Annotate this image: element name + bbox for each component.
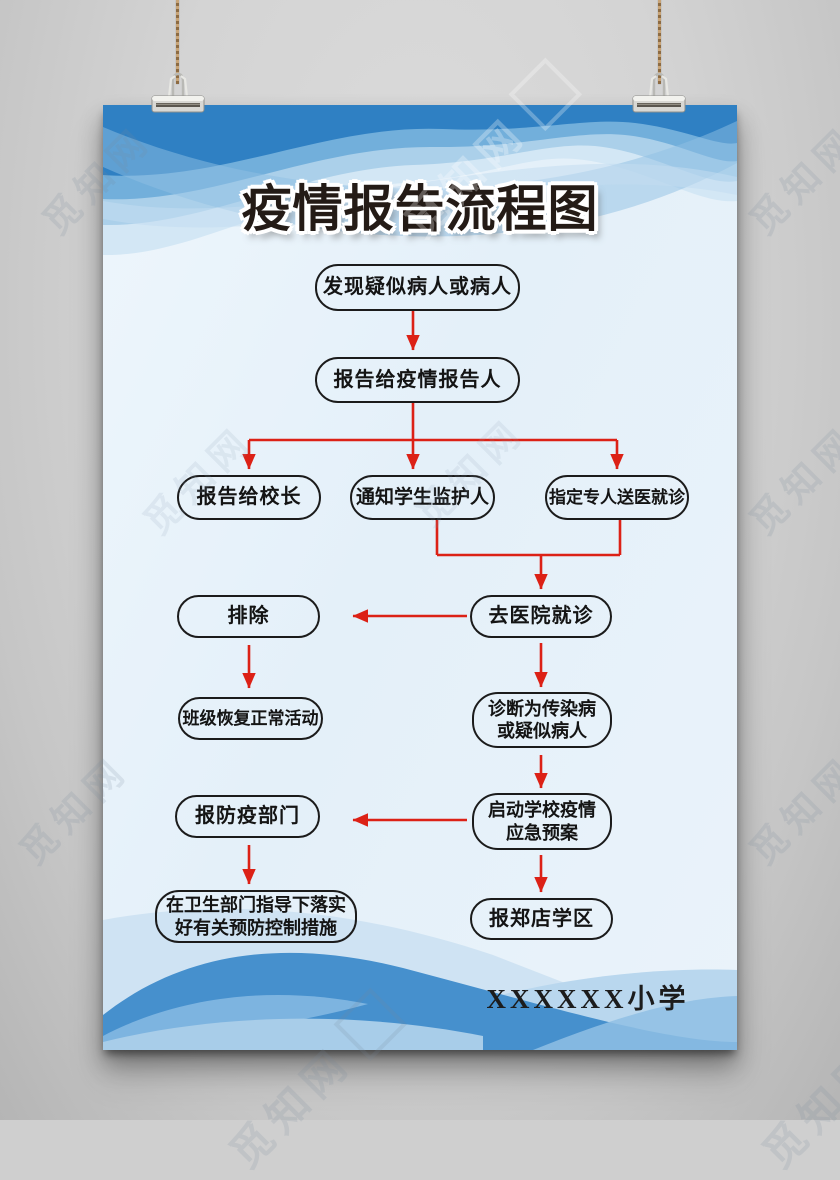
node-label-line2: 或疑似病人 bbox=[497, 721, 587, 741]
node-label: 通知学生监护人 bbox=[355, 486, 489, 508]
node-label: 报告给疫情报告人 bbox=[333, 368, 502, 391]
node-label-line1: 诊断为传染病 bbox=[488, 698, 596, 719]
binder-clip-icon-right bbox=[632, 72, 686, 113]
node-label-line1: 在卫生部门指导下落实 bbox=[166, 895, 346, 915]
hanging-string-left bbox=[176, 0, 179, 84]
flow-node-notify-guardian: 通知学生监护人 bbox=[350, 475, 495, 520]
flow-node-assign-escort: 指定专人送医就诊 bbox=[545, 475, 689, 520]
school-name: XXXXXX小学 bbox=[486, 984, 690, 1014]
flow-node-discover: 发现疑似病人或病人 bbox=[315, 264, 520, 311]
node-label: 报告给校长 bbox=[196, 486, 302, 508]
node-label: 班级恢复正常活动 bbox=[182, 708, 319, 728]
node-label-line2: 应急预案 bbox=[506, 822, 578, 843]
flow-node-report-prevention: 报防疫部门 bbox=[175, 795, 320, 838]
flow-node-hospital: 去医院就诊 bbox=[470, 595, 612, 638]
node-label: 指定专人送医就诊 bbox=[549, 487, 685, 507]
node-label: 排除 bbox=[227, 605, 270, 627]
flow-arrows bbox=[242, 311, 624, 893]
flow-node-implement: 在卫生部门指导下落实 好有关预防控制措施 bbox=[155, 890, 357, 943]
node-label: 报郑店学区 bbox=[489, 907, 594, 930]
flow-node-emergency-plan: 启动学校疫情 应急预案 bbox=[472, 793, 612, 850]
poster-title: 疫情报告流程图 bbox=[241, 181, 599, 237]
flow-node-resume-class: 班级恢复正常活动 bbox=[178, 697, 323, 740]
node-label: 发现疑似病人或病人 bbox=[323, 276, 512, 298]
node-label-line1: 启动学校疫情 bbox=[488, 800, 596, 820]
flow-node-diagnosis: 诊断为传染病 或疑似病人 bbox=[472, 692, 612, 748]
node-label: 去医院就诊 bbox=[488, 605, 594, 627]
node-label: 报防疫部门 bbox=[195, 805, 300, 827]
flow-node-report-reporter: 报告给疫情报告人 bbox=[315, 357, 520, 403]
flow-node-exclude: 排除 bbox=[177, 595, 320, 638]
binder-clip-icon-left bbox=[151, 72, 205, 113]
flow-node-report-principal: 报告给校长 bbox=[177, 475, 321, 520]
flow-node-report-district: 报郑店学区 bbox=[470, 898, 613, 940]
poster: 疫情报告流程图 发现疑似病人或病人 报告给疫情报告人 bbox=[103, 105, 737, 1050]
hanging-string-right bbox=[658, 0, 661, 84]
node-label-line2: 好有关预防控制措施 bbox=[175, 917, 337, 938]
